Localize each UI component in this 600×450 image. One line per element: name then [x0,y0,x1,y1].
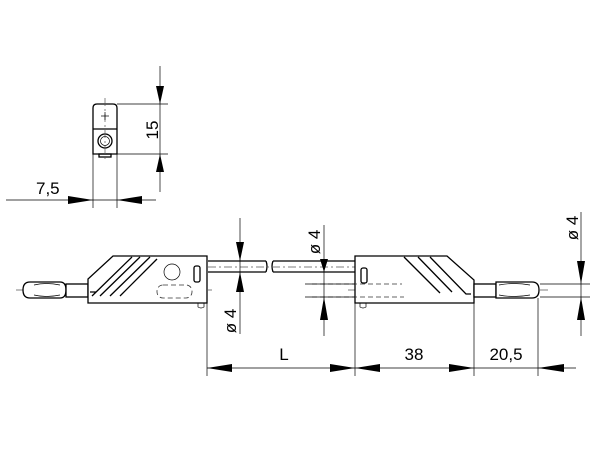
dimension-lengths: L 38 20,5 [206,298,576,376]
left-plug [16,255,212,309]
dim-label-diameter-right: ø 4 [563,216,582,241]
dim-label-38: 38 [405,345,424,364]
dim-label-7-5: 7,5 [36,179,60,198]
dimension-diameter-left: ø 4 [221,218,244,334]
right-plug [312,255,548,309]
dim-label-diameter-middle: ø 4 [305,230,324,255]
end-view [92,98,118,162]
dim-label-length: L [279,345,288,364]
cable [208,260,355,273]
dimension-15: 15 [117,66,168,192]
dimension-diameter-middle: ø 4 [305,225,355,336]
dimension-diameter-right: ø 4 [540,212,590,336]
dim-label-15: 15 [143,121,162,140]
dimension-7-5: 7,5 [6,154,156,208]
dim-label-20-5: 20,5 [489,345,522,364]
dim-label-diameter-left: ø 4 [221,309,240,334]
